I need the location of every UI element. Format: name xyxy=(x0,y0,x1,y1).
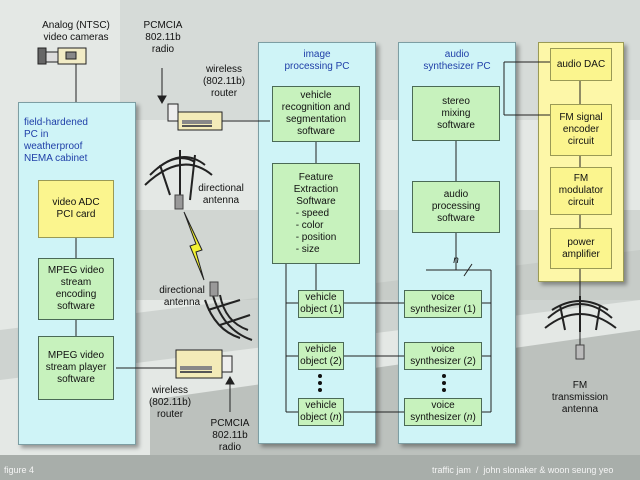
voice-synth-2-box: voice synthesizer (2) xyxy=(404,342,482,370)
ellipsis-dot xyxy=(318,374,322,378)
pcmcia-bottom-label: PCMCIA 802.11b radio xyxy=(210,418,250,453)
video-adc-card: video ADC PCI card xyxy=(38,180,114,238)
voice-synth-n-suffix: ) xyxy=(472,412,476,423)
image-pc-title: image processing PC xyxy=(284,49,350,72)
fm-modulator-box: FM modulator circuit xyxy=(550,167,612,215)
wireless-router-bottom-label: wireless (802.11b) router xyxy=(148,385,192,420)
vehicle-object-n-line2: object (n) xyxy=(300,412,342,424)
pcmcia-top-label: PCMCIA 802.11b radio xyxy=(143,20,183,55)
audio-pc-title: audio synthesizer PC xyxy=(423,49,491,72)
feature-list: - speed - color - position - size xyxy=(296,208,337,256)
stereo-mixing-box: stereo mixing software xyxy=(412,86,500,141)
voice-synth-n-line2: synthesizer (n) xyxy=(410,412,476,424)
mpeg-player-box: MPEG video stream player software xyxy=(38,336,114,400)
wireless-link-lightning-icon xyxy=(183,211,205,281)
voice-synth-n-prefix: synthesizer ( xyxy=(410,412,467,423)
fm-antenna-label: FM transmission antenna xyxy=(551,380,609,415)
ellipsis-dot xyxy=(442,381,446,385)
fm-antenna-icon xyxy=(544,296,617,332)
vehicle-object-n-line1: vehicle xyxy=(305,400,337,411)
feature-item-color: - color xyxy=(295,219,324,231)
ellipsis-dot xyxy=(318,388,322,392)
fm-antenna-feed xyxy=(575,344,585,360)
audio-dac-box: audio DAC xyxy=(550,48,612,81)
vehicle-object-2-box: vehicle object (2) xyxy=(298,342,344,370)
feature-item-speed: - speed xyxy=(295,207,330,219)
vehicle-object-n-prefix: object ( xyxy=(300,412,333,423)
voice-synth-n-box: voice synthesizer (n) xyxy=(404,398,482,426)
field-pc-title: field-hardened PC in weatherproof NEMA c… xyxy=(24,117,88,164)
figure-label: figure 4 xyxy=(4,465,35,475)
wireless-router-top-icon xyxy=(167,103,223,131)
power-amplifier-box: power amplifier xyxy=(550,228,612,269)
voice-synth-1-box: voice synthesizer (1) xyxy=(404,290,482,318)
feature-extraction-box: Feature Extraction Software - speed - co… xyxy=(272,163,360,264)
vehicle-object-1-box: vehicle object (1) xyxy=(298,290,344,318)
ellipsis-dot xyxy=(442,388,446,392)
ellipsis-dot xyxy=(318,381,322,385)
fm-encoder-box: FM signal encoder circuit xyxy=(550,104,612,156)
wireless-router-bottom-icon xyxy=(175,349,233,379)
vehicle-object-n-box: vehicle object (n) xyxy=(298,398,344,426)
voice-synth-n-index: n xyxy=(466,412,473,423)
antenna-top-feed xyxy=(174,194,184,210)
vehicle-object-n-index: n xyxy=(332,412,339,423)
mpeg-encoding-box: MPEG video stream encoding software xyxy=(38,258,114,320)
directional-antenna-bottom-label: directional antenna xyxy=(159,285,205,308)
ellipsis-dot xyxy=(442,374,446,378)
credits-label: traffic jam / john slonaker & woon seung… xyxy=(432,465,614,475)
audio-processing-box: audio processing software xyxy=(412,181,500,233)
directional-antenna-bottom-icon xyxy=(204,291,253,341)
vehicle-recognition-box: vehicle recognition and segmentation sof… xyxy=(272,86,360,142)
vehicle-object-n-suffix: ) xyxy=(338,412,342,423)
directional-antenna-top-label: directional antenna xyxy=(198,183,244,206)
directional-antenna-top-icon xyxy=(144,150,213,201)
antenna-bottom-feed xyxy=(209,281,219,297)
cameras-label: Analog (NTSC) video cameras xyxy=(42,20,110,43)
voice-synth-n-line1: voice xyxy=(431,400,455,411)
feature-extraction-title: Feature Extraction Software xyxy=(293,171,339,207)
feature-item-position: - position xyxy=(295,231,337,243)
wireless-router-top-label: wireless (802.11b) router xyxy=(202,64,246,99)
feature-item-size: - size xyxy=(295,243,320,255)
camera-icon xyxy=(37,47,87,65)
n-marker-label: n xyxy=(453,255,459,266)
